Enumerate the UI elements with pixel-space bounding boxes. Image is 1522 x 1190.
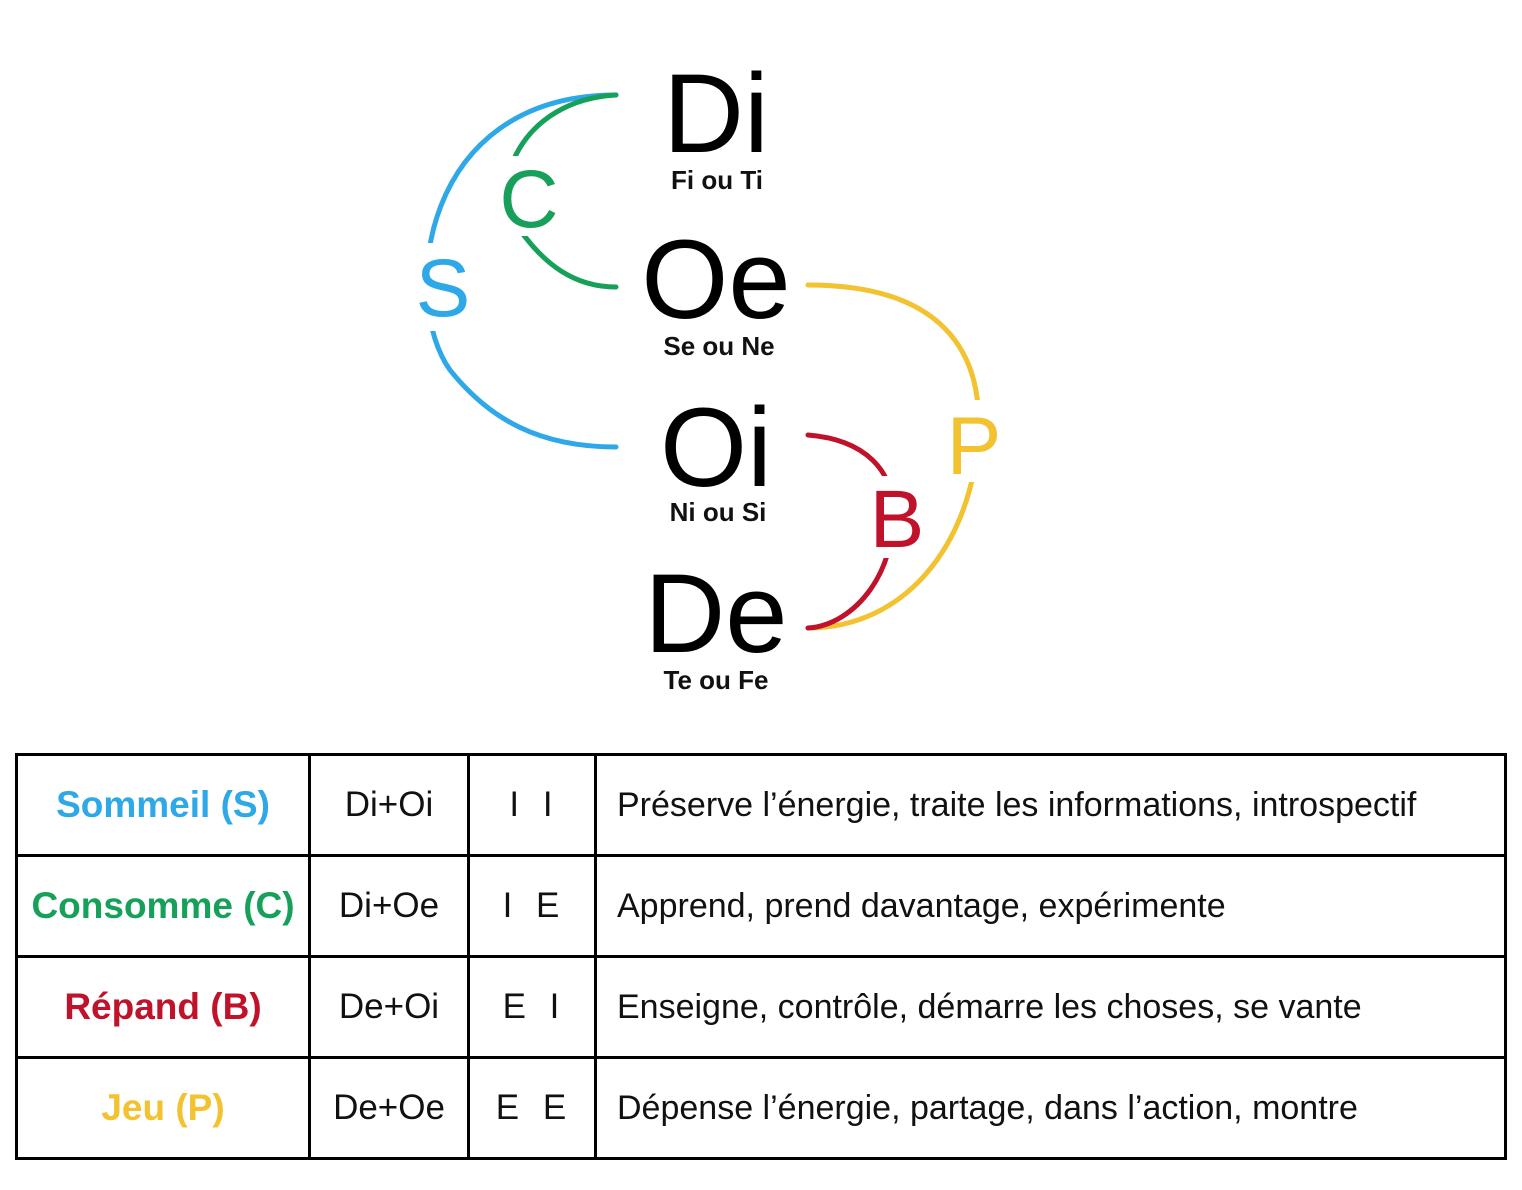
direction: I E [467, 854, 597, 958]
animal-name: Sommeil (S) [15, 753, 311, 857]
animal-name: Répand (B) [15, 955, 311, 1059]
arc-letter-s: S [408, 243, 478, 334]
arc-letter-c-text: C [499, 154, 558, 245]
animal-description: Enseigne, contrôle, démarre les choses, … [594, 955, 1507, 1059]
function-sub-de: Te ou Fe [664, 665, 769, 695]
direction: E E [467, 1056, 597, 1160]
direction: I I [467, 753, 597, 857]
animal-name: Jeu (P) [15, 1056, 311, 1160]
function-code-oi: Oi [660, 385, 772, 510]
animal-name: Consomme (C) [15, 854, 311, 958]
function-code-oe: Oe [641, 217, 790, 342]
function-pair: Di+Oe [308, 854, 470, 958]
function-sub-oi: Ni ou Si [670, 497, 767, 527]
table-row: Répand (B) De+Oi E I Enseigne, contrôle,… [15, 955, 1507, 1059]
arc-letter-c: C [494, 154, 564, 245]
direction: E I [467, 955, 597, 1059]
animal-description: Préserve l’énergie, traite les informati… [594, 753, 1507, 857]
animal-description: Apprend, prend davantage, expérimente [594, 854, 1507, 958]
table-row: Consomme (C) Di+Oe I E Apprend, prend da… [15, 854, 1507, 958]
function-sub-di: Fi ou Ti [671, 165, 763, 195]
arc-letter-p: P [940, 400, 1010, 492]
function-pair: De+Oe [308, 1056, 470, 1160]
function-code-di: Di [663, 51, 769, 176]
function-code-de: De [644, 551, 787, 676]
function-pair: De+Oi [308, 955, 470, 1059]
arc-letter-b-text: B [870, 474, 925, 565]
function-sub-oe: Se ou Ne [663, 331, 774, 361]
table-row: Jeu (P) De+Oe E E Dépense l’énergie, par… [15, 1056, 1507, 1160]
arc-letter-b: B [864, 474, 932, 565]
animals-table: Sommeil (S) Di+Oi I I Préserve l’énergie… [15, 753, 1507, 1160]
sleep-arc [424, 92, 619, 450]
arc-letter-s-text: S [416, 243, 471, 334]
table-row: Sommeil (S) Di+Oi I I Préserve l’énergie… [15, 753, 1507, 857]
animal-cycle-diagram: S C P B Di Fi ou Ti Oe Se ou Ne Oi Ni ou… [408, 51, 1010, 695]
arc-letter-p-text: P [947, 401, 1002, 492]
function-pair: Di+Oi [308, 753, 470, 857]
animal-description: Dépense l’énergie, partage, dans l’actio… [594, 1056, 1507, 1160]
